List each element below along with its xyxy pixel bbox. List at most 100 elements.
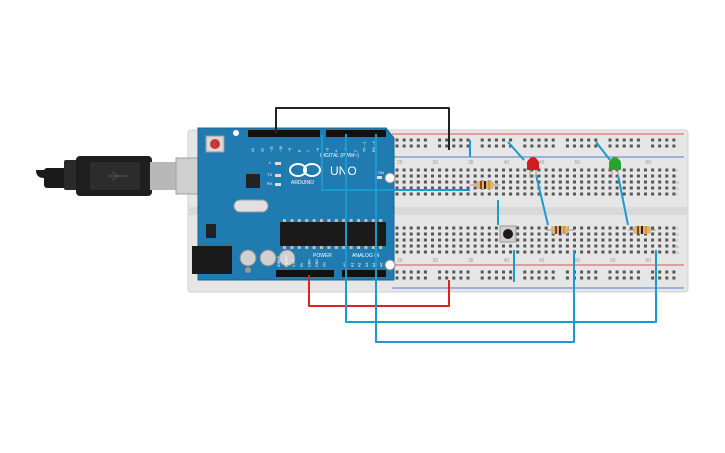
- hole[interactable]: [494, 250, 498, 254]
- hole[interactable]: [416, 168, 420, 172]
- rail-hole[interactable]: [636, 270, 640, 274]
- rail-hole[interactable]: [480, 276, 484, 280]
- hole[interactable]: [615, 226, 619, 230]
- rail-hole[interactable]: [466, 276, 470, 280]
- rail-hole[interactable]: [537, 144, 541, 148]
- wire-blue-led-green-res[interactable]: [617, 174, 629, 226]
- hole[interactable]: [651, 186, 655, 190]
- rail-hole[interactable]: [409, 144, 413, 148]
- hole[interactable]: [438, 174, 442, 178]
- hole[interactable]: [459, 180, 463, 184]
- rail-hole[interactable]: [487, 270, 491, 274]
- hole[interactable]: [473, 168, 477, 172]
- rail-hole[interactable]: [530, 270, 534, 274]
- hole[interactable]: [494, 168, 498, 172]
- hole[interactable]: [494, 192, 498, 196]
- hole[interactable]: [445, 250, 449, 254]
- hole[interactable]: [644, 250, 647, 254]
- rail-hole[interactable]: [537, 138, 541, 142]
- rail-hole[interactable]: [438, 144, 442, 148]
- hole[interactable]: [409, 226, 413, 230]
- hole[interactable]: [530, 250, 534, 254]
- hole[interactable]: [459, 192, 463, 196]
- hole[interactable]: [622, 180, 626, 184]
- wire-black-gnd[interactable]: [275, 107, 450, 150]
- hole[interactable]: [395, 186, 399, 190]
- hole[interactable]: [651, 244, 655, 248]
- rail-hole[interactable]: [551, 270, 555, 274]
- rail-hole[interactable]: [608, 144, 612, 148]
- rail-hole[interactable]: [636, 144, 640, 148]
- hole[interactable]: [395, 174, 399, 178]
- hole[interactable]: [672, 186, 676, 190]
- hole[interactable]: [459, 238, 463, 242]
- rail-hole[interactable]: [523, 276, 527, 280]
- rail-hole[interactable]: [480, 270, 484, 274]
- rail-hole[interactable]: [530, 144, 534, 148]
- rail-hole[interactable]: [544, 270, 548, 274]
- rail-hole[interactable]: [494, 144, 498, 148]
- rail-hole[interactable]: [494, 276, 498, 280]
- hole[interactable]: [416, 238, 420, 242]
- rail-hole[interactable]: [622, 144, 626, 148]
- hole[interactable]: [409, 186, 413, 190]
- hole[interactable]: [466, 250, 470, 254]
- hole[interactable]: [651, 232, 655, 236]
- digital-header-left[interactable]: [248, 130, 320, 137]
- hole[interactable]: [573, 192, 576, 196]
- hole[interactable]: [558, 186, 562, 190]
- hole[interactable]: [587, 180, 591, 184]
- hole[interactable]: [438, 168, 442, 172]
- hole[interactable]: [487, 174, 491, 178]
- wire-blue-pin-7[interactable]: [321, 134, 470, 191]
- hole[interactable]: [587, 238, 591, 242]
- hole[interactable]: [452, 192, 456, 196]
- hole[interactable]: [573, 168, 576, 172]
- hole[interactable]: [665, 226, 669, 230]
- hole[interactable]: [658, 174, 662, 178]
- hole[interactable]: [423, 244, 427, 248]
- hole[interactable]: [487, 238, 491, 242]
- rail-hole[interactable]: [629, 138, 633, 142]
- rail-hole[interactable]: [523, 270, 527, 274]
- rail-hole[interactable]: [551, 144, 555, 148]
- rail-hole[interactable]: [438, 138, 442, 142]
- hole[interactable]: [622, 232, 626, 236]
- hole[interactable]: [587, 174, 591, 178]
- rail-hole[interactable]: [565, 138, 569, 142]
- hole[interactable]: [516, 186, 520, 190]
- hole[interactable]: [551, 168, 555, 172]
- hole[interactable]: [629, 168, 633, 172]
- hole[interactable]: [445, 168, 449, 172]
- rail-hole[interactable]: [466, 270, 470, 274]
- hole[interactable]: [530, 192, 534, 196]
- hole[interactable]: [580, 192, 584, 196]
- hole[interactable]: [473, 232, 477, 236]
- rail-hole[interactable]: [665, 270, 669, 274]
- hole[interactable]: [423, 174, 427, 178]
- hole[interactable]: [615, 232, 619, 236]
- hole[interactable]: [487, 250, 491, 254]
- hole[interactable]: [601, 232, 605, 236]
- hole[interactable]: [565, 244, 569, 248]
- hole[interactable]: [651, 250, 655, 254]
- hole[interactable]: [651, 180, 655, 184]
- hole[interactable]: [466, 226, 470, 230]
- hole[interactable]: [601, 226, 605, 230]
- hole[interactable]: [466, 192, 470, 196]
- hole[interactable]: [672, 238, 676, 242]
- hole[interactable]: [487, 192, 491, 196]
- hole[interactable]: [594, 174, 598, 178]
- hole[interactable]: [402, 238, 406, 242]
- hole[interactable]: [402, 186, 406, 190]
- hole[interactable]: [438, 226, 442, 230]
- hole[interactable]: [558, 244, 562, 248]
- hole[interactable]: [565, 250, 569, 254]
- rail-hole[interactable]: [509, 138, 513, 142]
- hole[interactable]: [494, 232, 498, 236]
- rail-hole[interactable]: [565, 270, 569, 274]
- rail-hole[interactable]: [544, 138, 548, 142]
- hole[interactable]: [530, 174, 534, 178]
- hole[interactable]: [402, 180, 406, 184]
